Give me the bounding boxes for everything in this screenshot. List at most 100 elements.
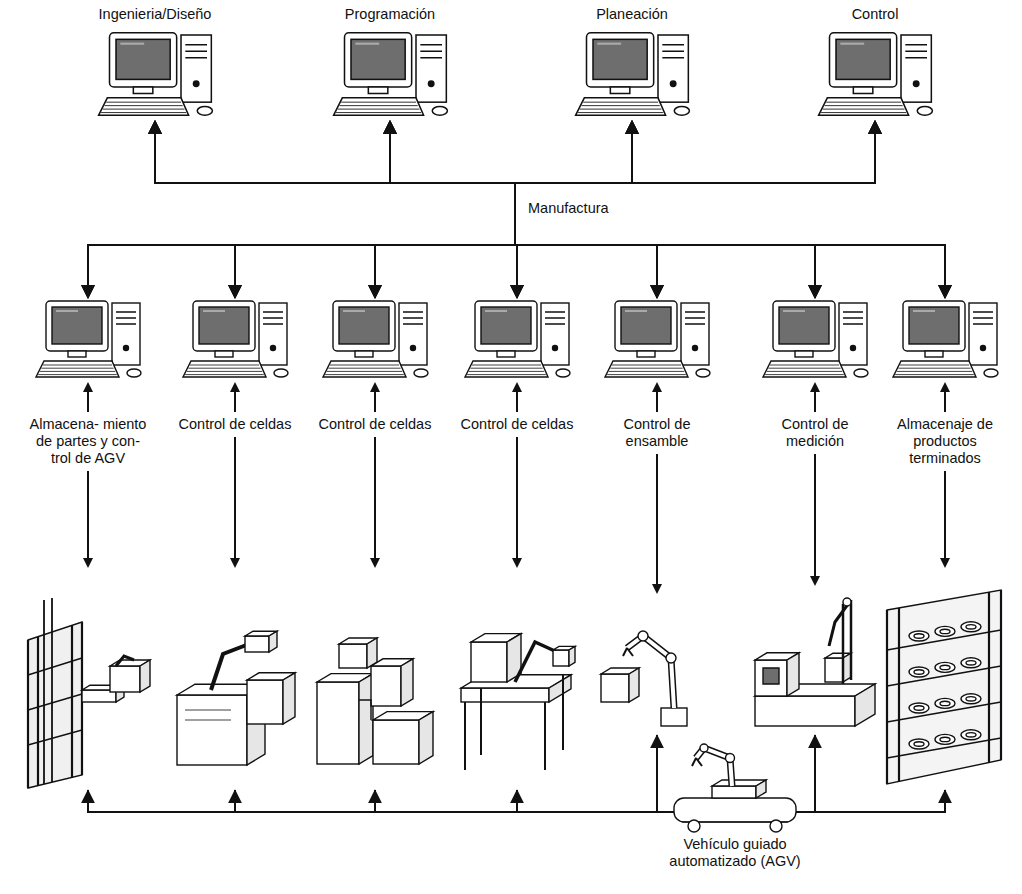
cell-label: Control de celdas	[311, 416, 439, 433]
cell-label-text: Almacenaje de productos terminados	[884, 416, 1006, 467]
connector	[515, 121, 657, 298]
computer-icon	[27, 298, 149, 380]
computer-icon	[90, 29, 220, 119]
station-label: Ingenieria/Diseño	[75, 6, 235, 23]
arrow-down	[593, 454, 721, 594]
computer-icon	[810, 29, 940, 119]
connector	[515, 121, 945, 298]
connector	[155, 121, 517, 298]
connector	[375, 121, 632, 298]
arrow-down	[881, 471, 1009, 568]
connector	[390, 121, 945, 298]
connector	[515, 121, 632, 298]
machine-illustration	[453, 570, 581, 790]
computer-icon	[567, 29, 697, 119]
cell-station: Control de celdas	[453, 298, 581, 790]
cell-station: Control de ensamble	[593, 298, 721, 735]
station-label: Control	[795, 6, 955, 23]
arrow-up	[311, 382, 439, 412]
computer-station: Programación	[310, 6, 470, 121]
connector	[235, 790, 660, 812]
arrow-up	[881, 382, 1009, 412]
connector	[515, 121, 945, 298]
cell-label: Control de medición	[751, 416, 879, 450]
agv-label: Vehículo guiado automatizado (AGV)	[660, 836, 810, 870]
cell-station: Almacena- miento de partes y con- trol d…	[24, 298, 152, 790]
connector	[155, 121, 945, 298]
station-label: Planeación	[552, 6, 712, 23]
connector	[375, 790, 660, 812]
arrow-up	[751, 382, 879, 412]
computer-station: Control	[795, 6, 955, 121]
cell-label: Control de celdas	[453, 416, 581, 433]
computer-station: Ingenieria/Diseño	[75, 6, 235, 121]
connector	[515, 121, 875, 298]
cell-label-text: Control de ensamble	[596, 416, 718, 450]
cell-label: Almacena- miento de partes y con- trol d…	[24, 416, 152, 467]
computer-icon	[596, 298, 718, 380]
connector	[155, 121, 515, 298]
connector	[375, 121, 515, 298]
computer-icon	[314, 298, 436, 380]
cell-station: Control de medición	[751, 298, 879, 735]
agv-label-text: Vehículo guiado automatizado (AGV)	[660, 836, 810, 870]
connector	[155, 121, 657, 298]
connector	[657, 735, 660, 812]
machine-illustration	[171, 570, 299, 790]
connector	[375, 121, 875, 298]
connector	[515, 121, 875, 298]
machine-illustration	[881, 570, 1009, 790]
connector	[390, 121, 657, 298]
cell-label-text: Control de celdas	[174, 416, 296, 433]
cell-station: Control de celdas	[171, 298, 299, 790]
connector	[88, 121, 875, 298]
arrow-down	[453, 437, 581, 568]
computer-icon	[174, 298, 296, 380]
agv-vehicle: Vehículo guiado automatizado (AGV)	[660, 742, 810, 870]
machine-illustration	[24, 570, 152, 790]
connector	[88, 121, 632, 298]
arrow-down	[311, 437, 439, 568]
connector	[810, 790, 945, 812]
computer-icon	[884, 298, 1006, 380]
arrow-up	[453, 382, 581, 412]
cell-label-text: Control de celdas	[314, 416, 436, 433]
machine-illustration	[593, 596, 721, 735]
connector	[390, 121, 517, 298]
bus-label: Manufactura	[525, 200, 612, 217]
machine-illustration	[751, 588, 879, 735]
connector	[155, 121, 515, 298]
connector	[155, 121, 815, 298]
cell-label-text: Control de medición	[754, 416, 876, 450]
connector	[390, 121, 815, 298]
computer-icon	[754, 298, 876, 380]
arrow-up	[171, 382, 299, 412]
agv-illustration	[660, 742, 810, 834]
computer-station: Planeación	[552, 6, 712, 121]
connector	[515, 121, 815, 298]
machine-illustration	[311, 570, 439, 790]
connector	[810, 735, 815, 812]
arrow-up	[24, 382, 152, 412]
connector	[88, 121, 515, 298]
connector	[88, 121, 515, 298]
connector	[235, 121, 875, 298]
connector	[235, 121, 632, 298]
connector	[517, 790, 660, 812]
cell-label: Control de celdas	[171, 416, 299, 433]
cell-label-text: Almacena- miento de partes y con- trol d…	[27, 416, 149, 467]
station-label: Programación	[310, 6, 470, 23]
cell-station: Almacenaje de productos terminados	[881, 298, 1009, 790]
connector	[88, 790, 660, 812]
arrow-down	[171, 437, 299, 568]
connector	[515, 121, 875, 298]
computer-icon	[456, 298, 578, 380]
arrow-down	[751, 454, 879, 586]
computer-icon	[325, 29, 455, 119]
cell-station: Control de celdas	[311, 298, 439, 790]
arrow-down	[24, 471, 152, 568]
cell-label-text: Control de celdas	[456, 416, 578, 433]
arrow-up	[593, 382, 721, 412]
